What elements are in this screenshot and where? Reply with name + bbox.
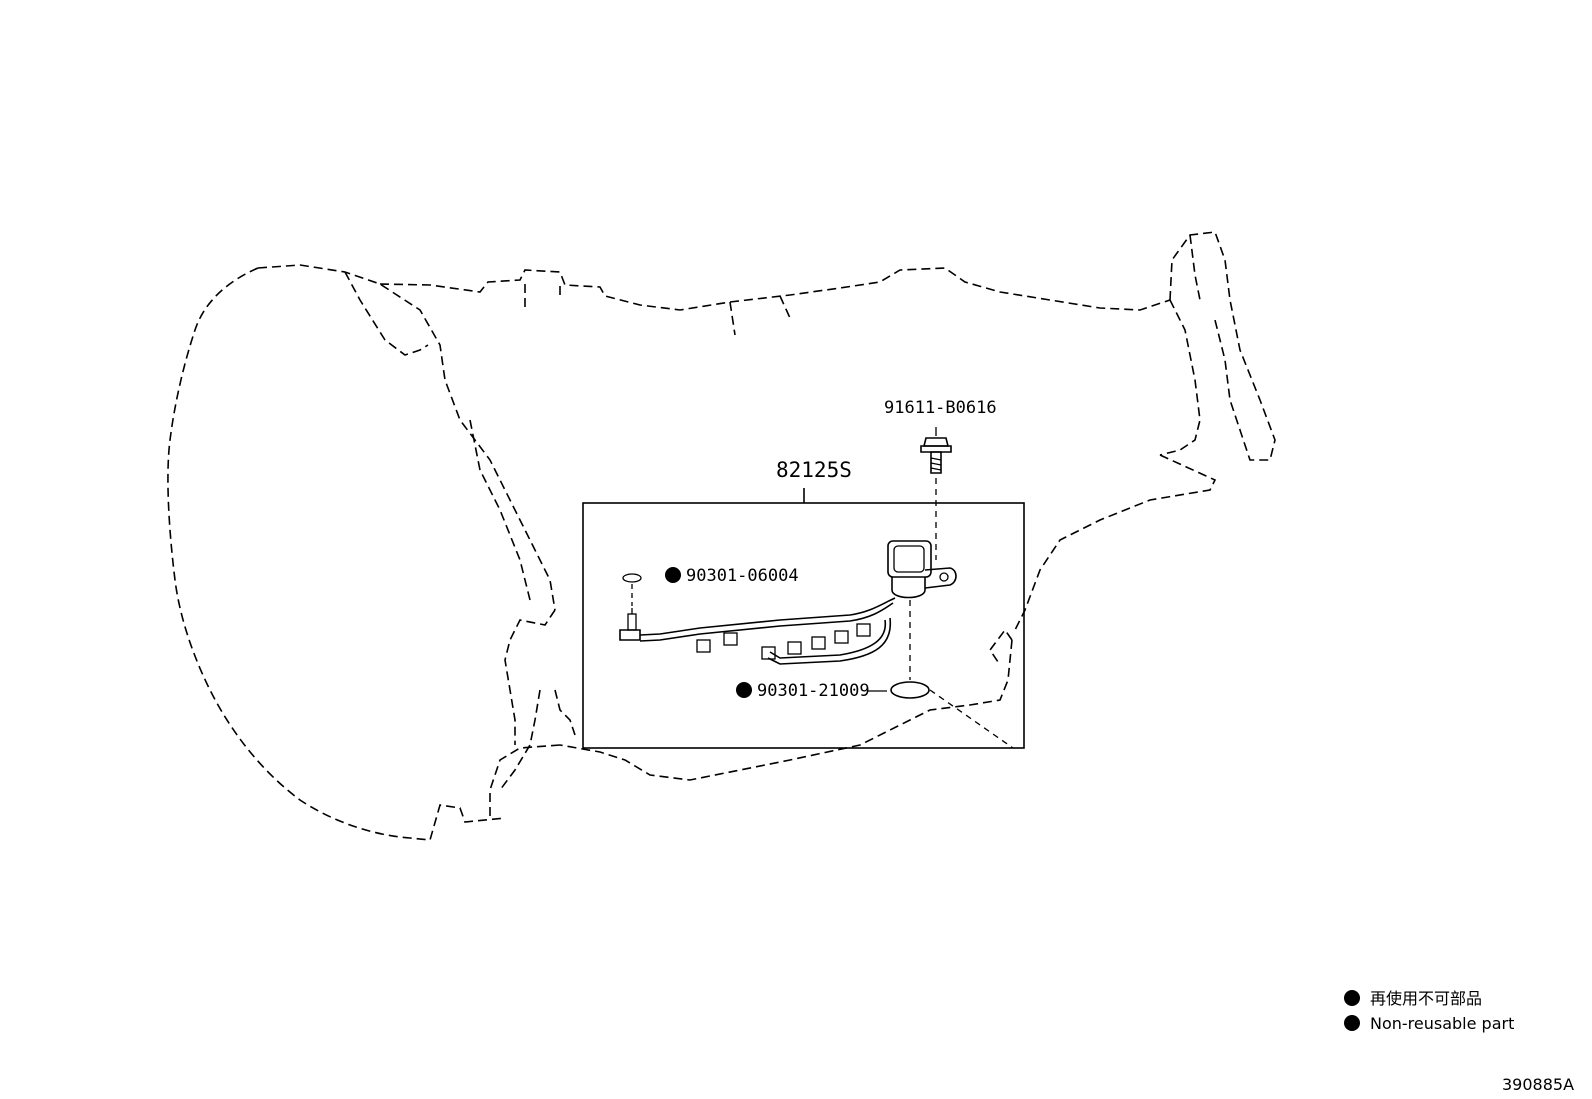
wire-harness: [619, 540, 1014, 749]
sensor-assembly-box: [582, 488, 1025, 749]
legend: 再使用不可部品 Non-reusable part: [1344, 989, 1514, 1033]
legend-marker-icon: [1344, 1015, 1360, 1031]
legend-marker-icon: [1344, 990, 1360, 1006]
legend-text-jp: 再使用不可部品: [1370, 989, 1482, 1008]
diagram-id: 390885A: [1502, 1075, 1574, 1094]
part-label-o-ring-large: 90301-21009: [757, 681, 870, 701]
bolt-icon: [920, 427, 952, 560]
legend-text-en: Non-reusable part: [1370, 1014, 1514, 1033]
part-label-sensor-assembly: 82125S: [776, 458, 852, 482]
part-label-o-ring-small: 90301-06004: [686, 566, 799, 586]
transmission-outline: [167, 231, 1276, 841]
non-reusable-marker-icon: [665, 567, 681, 583]
non-reusable-marker-icon: [736, 682, 752, 698]
part-label-bolt: 91611-B0616: [884, 398, 997, 418]
